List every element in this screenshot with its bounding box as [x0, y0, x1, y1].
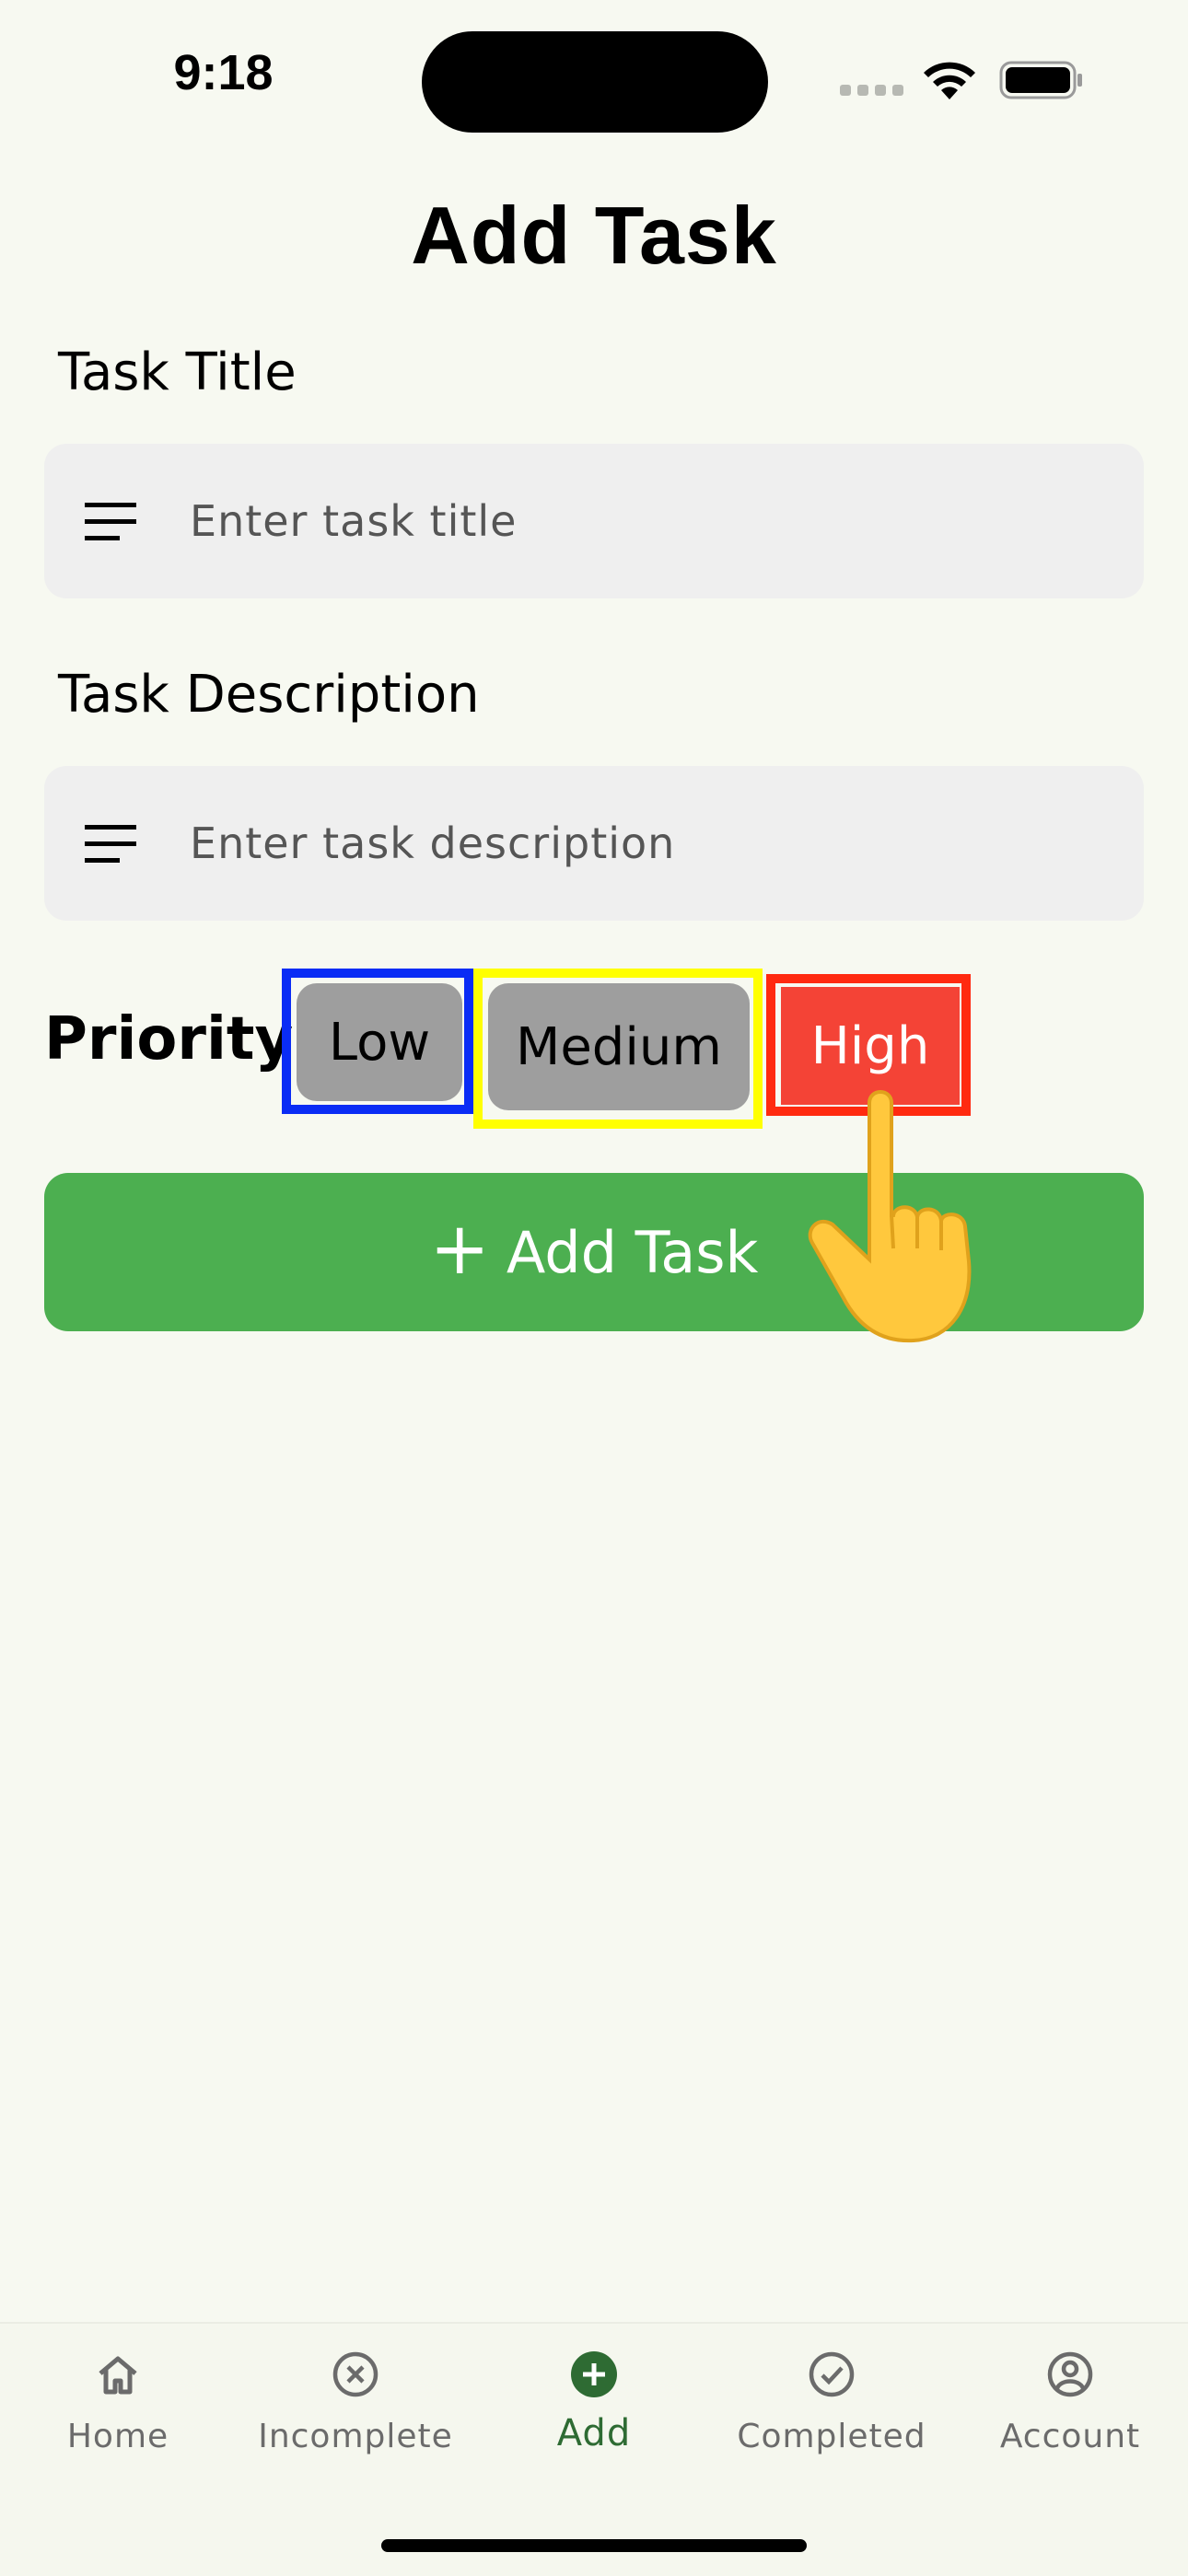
dynamic-island: [422, 31, 768, 133]
priority-high-label: High: [810, 1015, 930, 1076]
priority-high-chip[interactable]: High: [781, 987, 960, 1105]
task-description-input[interactable]: [190, 766, 1111, 921]
priority-medium-chip[interactable]: Medium: [488, 983, 750, 1110]
nav-incomplete-label: Incomplete: [258, 2418, 453, 2455]
bottom-navigation: Home Incomplete Add Completed Account: [0, 2322, 1188, 2576]
add-circle-icon: [571, 2351, 617, 2397]
check-circle-icon: [809, 2351, 855, 2397]
short-text-icon: [85, 825, 136, 863]
nav-account-label: Account: [999, 2418, 1141, 2455]
status-time: 9:18: [173, 45, 274, 100]
status-bar: 9:18: [0, 0, 1188, 157]
priority-medium-frame: [473, 969, 763, 1129]
priority-medium-label: Medium: [516, 1016, 722, 1077]
account-circle-icon: [1047, 2351, 1093, 2397]
pointing-hand-icon: [808, 1090, 972, 1343]
home-icon: [99, 2356, 137, 2395]
x-circle-icon: [332, 2351, 379, 2397]
cellular-signal-icon: [840, 85, 904, 96]
priority-low-chip[interactable]: Low: [297, 983, 462, 1101]
wifi-icon: [924, 62, 975, 99]
nav-add[interactable]: Add: [483, 2350, 705, 2454]
battery-icon: [999, 61, 1082, 99]
nav-incomplete[interactable]: Incomplete: [245, 2350, 466, 2455]
priority-low-frame: [282, 969, 473, 1114]
nav-home[interactable]: Home: [7, 2350, 228, 2455]
nav-completed[interactable]: Completed: [721, 2350, 942, 2455]
nav-home-label: Home: [66, 2418, 169, 2455]
task-description-label: Task Description: [58, 665, 480, 725]
plus-icon: +: [429, 1208, 490, 1291]
priority-label: Priority: [44, 1005, 294, 1073]
task-title-input[interactable]: [190, 444, 1111, 598]
add-task-button-label: Add Task: [506, 1218, 759, 1286]
task-description-field[interactable]: [44, 766, 1144, 921]
nav-completed-label: Completed: [737, 2418, 926, 2455]
short-text-icon: [85, 503, 136, 540]
task-title-label: Task Title: [58, 342, 297, 402]
nav-account[interactable]: Account: [960, 2350, 1181, 2455]
task-title-field[interactable]: [44, 444, 1144, 598]
page-title: Add Task: [411, 190, 777, 281]
nav-add-label: Add: [556, 2412, 632, 2454]
home-indicator: [381, 2539, 807, 2552]
priority-low-label: Low: [328, 1012, 431, 1073]
